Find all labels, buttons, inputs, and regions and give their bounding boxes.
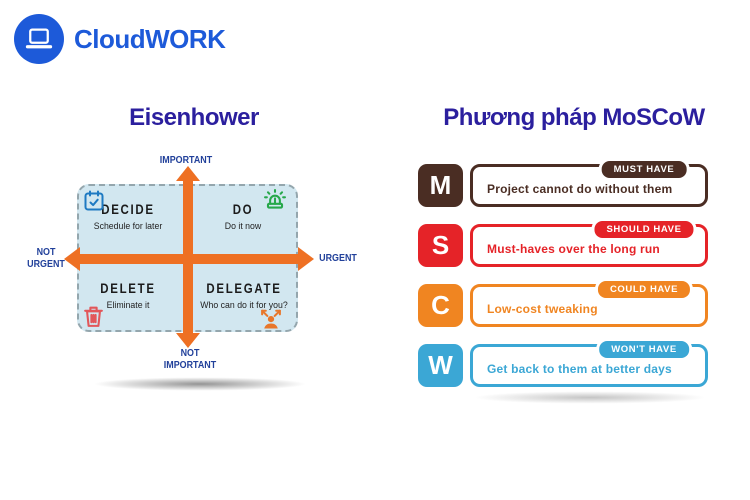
eisenhower-title: Eisenhower bbox=[129, 104, 259, 131]
axis-label-urgent: URGENT bbox=[319, 252, 357, 264]
logo-circle bbox=[14, 14, 64, 64]
moscow-row-should-have: S Must-haves over the long run SHOULD HA… bbox=[418, 221, 708, 267]
description-box: Get back to them at better days WON'T HA… bbox=[470, 341, 708, 387]
row-description: Get back to them at better days bbox=[487, 361, 672, 376]
axis-label-line: NOT bbox=[36, 246, 56, 258]
row-label-pill: SHOULD HAVE bbox=[594, 221, 694, 238]
axis-label-line: URGENT bbox=[27, 257, 65, 270]
arrowhead-down-icon bbox=[176, 333, 200, 348]
quadrant-title: DELETE bbox=[100, 281, 156, 296]
quadrant-do: DO Do it now bbox=[181, 202, 305, 232]
description-box: Must-haves over the long run SHOULD HAVE bbox=[470, 221, 708, 267]
moscow-row-must-have: M Project cannot do without them MUST HA… bbox=[418, 161, 708, 207]
quadrant-decide: DECIDE Schedule for later bbox=[66, 202, 190, 232]
quadrant-title: DO bbox=[232, 202, 254, 217]
siren-icon bbox=[262, 187, 288, 213]
delegate-person-icon bbox=[257, 305, 285, 330]
arrowhead-up-icon bbox=[176, 166, 200, 181]
letter-tile: S bbox=[418, 224, 463, 267]
letter-tile: C bbox=[418, 284, 463, 327]
row-label-pill: WON'T HAVE bbox=[599, 341, 689, 358]
calendar-check-icon bbox=[82, 189, 106, 213]
quadrant-title: DECIDE bbox=[101, 202, 155, 217]
letter-tile: M bbox=[418, 164, 463, 207]
row-label-pill: MUST HAVE bbox=[601, 161, 687, 178]
row-label-pill: COULD HAVE bbox=[597, 281, 691, 298]
quadrant-subtitle: Who can do it for you? bbox=[200, 300, 288, 311]
laptop-icon bbox=[24, 24, 54, 54]
row-description: Project cannot do without them bbox=[487, 181, 673, 196]
matrix-shadow bbox=[90, 377, 310, 391]
quadrant-subtitle: Schedule for later bbox=[93, 221, 163, 232]
moscow-title: Phương pháp MoSCoW bbox=[443, 104, 705, 131]
description-box: Project cannot do without them MUST HAVE bbox=[470, 161, 708, 207]
arrowhead-left-icon bbox=[64, 247, 80, 271]
row-description: Must-haves over the long run bbox=[487, 241, 660, 256]
quadrant-delete: DELETE Eliminate it bbox=[66, 281, 190, 311]
quadrant-title: DELEGATE bbox=[206, 281, 282, 296]
axis-label-line: NOT bbox=[180, 347, 200, 359]
axis-label-not-important: NOT IMPORTANT bbox=[148, 347, 233, 371]
trash-icon bbox=[82, 304, 105, 329]
logo-text: CloudWORK bbox=[74, 23, 226, 54]
logo: CloudWORK bbox=[14, 14, 226, 64]
row-description: Low-cost tweaking bbox=[487, 301, 598, 316]
axis-label-important: IMPORTANT bbox=[159, 154, 213, 166]
axis-label-line: IMPORTANT bbox=[163, 358, 217, 371]
description-box: Low-cost tweaking COULD HAVE bbox=[470, 281, 708, 327]
quadrant-delegate: DELEGATE Who can do it for you? bbox=[182, 281, 306, 311]
arrowhead-right-icon bbox=[298, 247, 314, 271]
axis-label-not-urgent: NOT URGENT bbox=[19, 246, 73, 270]
quadrant-subtitle: Do it now bbox=[224, 221, 262, 232]
moscow-row-could-have: C Low-cost tweaking COULD HAVE bbox=[418, 281, 708, 327]
moscow-row-wont-have: W Get back to them at better days WON'T … bbox=[418, 341, 708, 387]
quadrant-subtitle: Eliminate it bbox=[106, 300, 150, 311]
horizontal-axis-arrow bbox=[78, 254, 298, 264]
letter-tile: W bbox=[418, 344, 463, 387]
moscow-shadow bbox=[470, 391, 710, 404]
